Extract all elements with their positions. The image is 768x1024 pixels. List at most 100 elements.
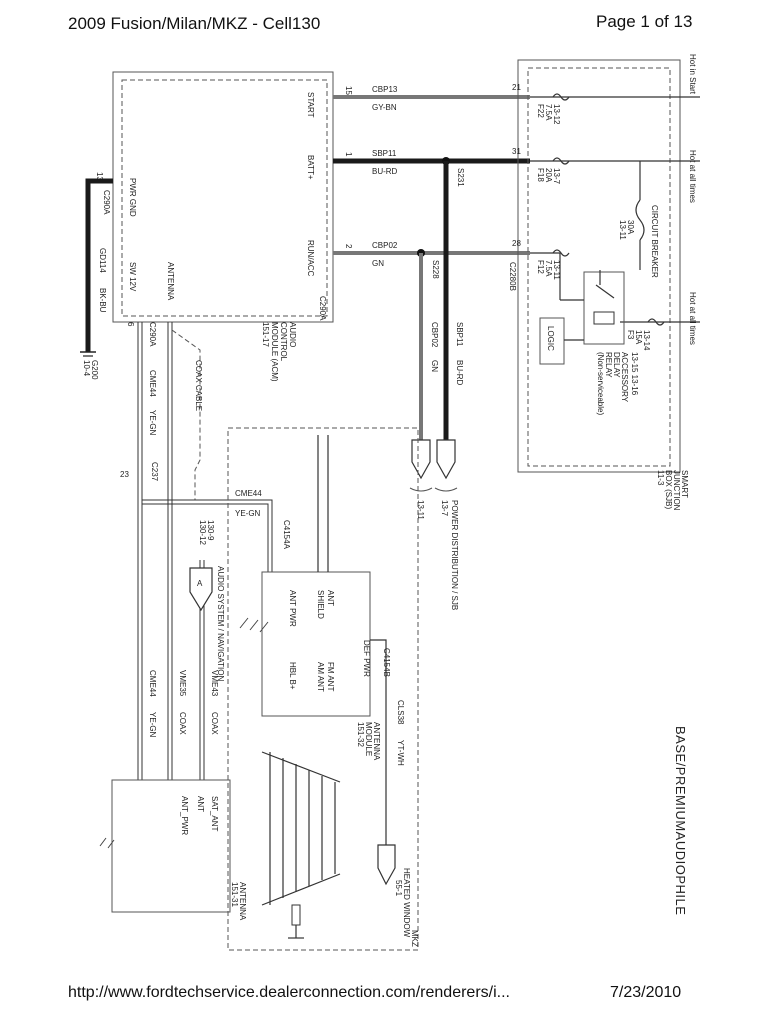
acm-connector-run: C290A	[318, 296, 327, 321]
am-pin-shield: SHIELD	[316, 590, 325, 619]
cb-amps: 30A	[626, 220, 635, 235]
label-cme44-c: CME44	[148, 670, 157, 697]
label-gd114: GD114	[98, 248, 107, 273]
relay-name-1: ACCESSORY	[620, 352, 629, 403]
acm-pin-run-acc: RUN/ACC	[306, 240, 315, 277]
sjb-outer-box	[517, 59, 681, 473]
heated-window-connector	[377, 844, 396, 886]
satellite-ground-icon	[99, 837, 115, 849]
acm-pin-antenna: ANTENNA	[166, 262, 175, 301]
satellite-antenna-box	[111, 779, 231, 913]
am-pin-def-pwr: DEF PWR	[362, 640, 371, 677]
antenna-module-ground-icon	[239, 617, 269, 633]
label-cbp02-v: CBP02	[430, 322, 439, 348]
mkz-label: MKZ	[410, 930, 419, 947]
sat-pin-ant: ANT	[196, 796, 205, 812]
label-cbp02: CBP02	[372, 241, 398, 250]
label-ye-gn-c: YE-GN	[148, 712, 157, 738]
hot-at-all-times-1: Hot at all times	[688, 150, 697, 203]
fuse-f18-ref: 13-7	[552, 168, 561, 185]
fuse-f3-icon	[647, 318, 665, 326]
sjb-pin-21: 21	[512, 83, 521, 92]
relay-box	[583, 271, 625, 345]
label-gn-v: GN	[430, 360, 439, 372]
label-ye-gn: YE-GN	[148, 410, 157, 436]
pin-2: 2	[344, 244, 353, 249]
power-dist-arrow-b	[436, 439, 456, 480]
acm-inner-box	[121, 79, 328, 317]
am-name-1: ANTENNA	[372, 722, 381, 761]
relay-name-4: (Non-serviceable)	[596, 352, 605, 415]
acm-connector-bottom: C290A	[148, 322, 157, 347]
fuse-f12-amps: 7.5A	[544, 260, 553, 277]
pin-23: 23	[120, 470, 129, 479]
pin-6: 6	[126, 322, 135, 327]
page-title: 2009 Fusion/Milan/MKZ - Cell130	[68, 14, 321, 33]
fuse-f3: F3	[626, 330, 635, 340]
label-sbp11: SBP11	[372, 149, 397, 158]
sjb-name-2: JUNCTION	[672, 470, 681, 511]
relay-name-3: RELAY	[604, 352, 613, 378]
acm-name-line3: MODULE (ACM)	[270, 322, 279, 382]
sjb-pin-28: 28	[512, 239, 521, 248]
page-number: Page 1 of 13	[596, 12, 693, 31]
sjb-inner-box	[527, 67, 671, 467]
acm-outer-box	[112, 71, 334, 323]
power-dist-arrow-a	[411, 439, 431, 480]
sjb-name-1: SMART	[680, 470, 689, 498]
heated-window-name: HEATED WINDOW	[402, 868, 411, 938]
label-cbp13: CBP13	[372, 85, 398, 94]
audio-nav-connector	[189, 567, 213, 612]
label-c237: C237	[150, 462, 159, 482]
sjb-pin-31: 31	[512, 147, 521, 156]
wire-cls38	[370, 639, 387, 845]
acm-pin-pwr-gnd: PWR GND	[128, 178, 137, 217]
cb-name: CIRCUIT BREAKER	[650, 205, 659, 278]
logic-box	[539, 317, 565, 365]
sjb-name-3: BOX (SJB)	[664, 470, 673, 509]
label-coax-cable: COAX CABLE	[194, 360, 203, 411]
sjb-ref: 11-3	[656, 470, 665, 486]
pin-13: 13	[95, 172, 104, 181]
audio-nav-marker: A	[197, 579, 203, 588]
acm-pin-sw12v: SW 12V	[128, 262, 137, 292]
sat-pin-ant-pwr: ANT_PWR	[180, 796, 189, 835]
acm-name-line2: CONTROL	[279, 322, 288, 362]
fuse-f18-icon	[552, 157, 570, 165]
ground-g200-ref: 10-4	[82, 360, 91, 377]
grid-resistor-icon	[291, 904, 301, 926]
audio-nav-ref-b: 130-12	[198, 520, 207, 545]
acm-name-line1: AUDIO	[288, 322, 297, 347]
acm-connector-top: C290A	[102, 190, 111, 215]
am-ref: 151-32	[356, 722, 365, 747]
am-pin-fm-ant: FM ANT	[326, 662, 335, 691]
fuse-f12-ref: 13-11	[552, 260, 561, 280]
heated-window-ref: 55-1	[394, 880, 403, 897]
variant-label: BASE/PREMIUMAUDIOPHILE	[673, 726, 688, 915]
label-cme44: CME44	[148, 370, 157, 397]
relay-coil-icon	[593, 311, 615, 325]
pin-15: 15	[344, 86, 353, 95]
sat-pin-sat-ant: SAT_ANT	[210, 796, 219, 832]
audio-nav-label: AUDIO SYSTEM / NAVIGATION	[216, 566, 225, 681]
footer-url: http://www.fordtechservice.dealerconnect…	[68, 984, 510, 1001]
ground-g200: G200	[90, 360, 99, 380]
label-yt-wh: YT-WH	[396, 740, 405, 766]
relay-switch-icon	[595, 284, 615, 299]
label-cls38: CLS38	[396, 700, 405, 725]
fuse-f18-amps: 20A	[544, 168, 553, 183]
sat-name: ANTENNA	[238, 882, 247, 921]
label-gy-bn: GY-BN	[372, 103, 397, 112]
sat-ref: 151-31	[230, 882, 239, 907]
fuse-f22-amps: 7.5A	[544, 104, 553, 121]
label-bk-bu: BK-BU	[98, 288, 107, 313]
fuse-f22-ref: 13-12	[552, 104, 561, 125]
label-bu-rd: BU-RD	[372, 167, 398, 176]
fuse-f12: F12	[536, 260, 545, 274]
fuse-f22-icon	[552, 93, 570, 101]
relay-refs: 13-15 13-16	[630, 352, 639, 396]
power-dist-brace	[409, 487, 458, 492]
coax-cable-path	[171, 329, 201, 500]
fuse-f3-ref: 13-14	[642, 330, 651, 351]
